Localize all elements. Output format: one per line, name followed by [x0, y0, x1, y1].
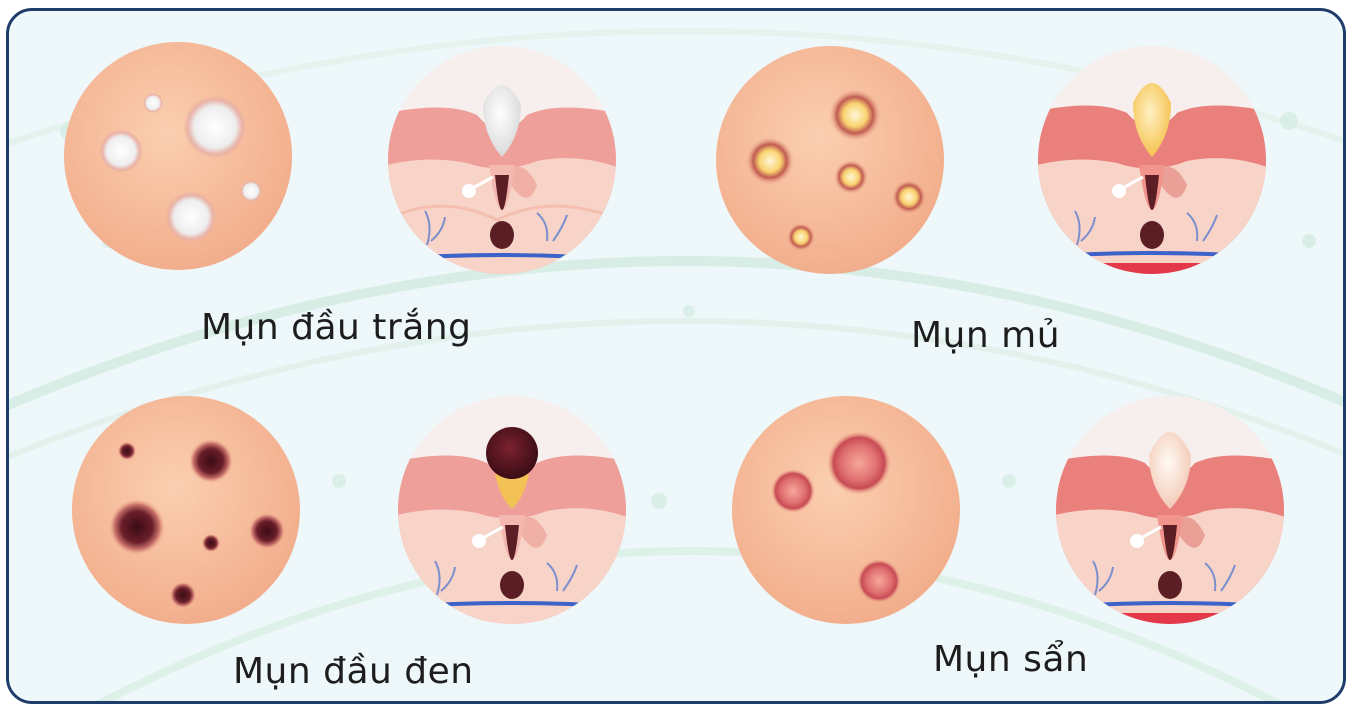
- diagram-frame: Mụn đầu trắng Mụn mủ Mụn đầu đen Mụn sẩn: [6, 8, 1346, 704]
- whitehead-cross-section-icon: [387, 45, 617, 275]
- papule-skin-surface-icon: [731, 395, 961, 625]
- blackhead-cross-section-icon: [397, 395, 627, 625]
- blackhead-skin-surface-icon: [71, 395, 301, 625]
- pustule-cross-section-icon: [1037, 45, 1267, 275]
- papule-cross-section-icon: [1055, 395, 1285, 625]
- whitehead-label: Mụn đầu trắng: [201, 307, 471, 348]
- pustule-label: Mụn mủ: [911, 315, 1060, 356]
- pustule-skin-surface-icon: [715, 45, 945, 275]
- whitehead-skin-surface-icon: [63, 41, 293, 271]
- blackhead-label: Mụn đầu đen: [233, 651, 474, 692]
- papule-label: Mụn sẩn: [933, 639, 1088, 680]
